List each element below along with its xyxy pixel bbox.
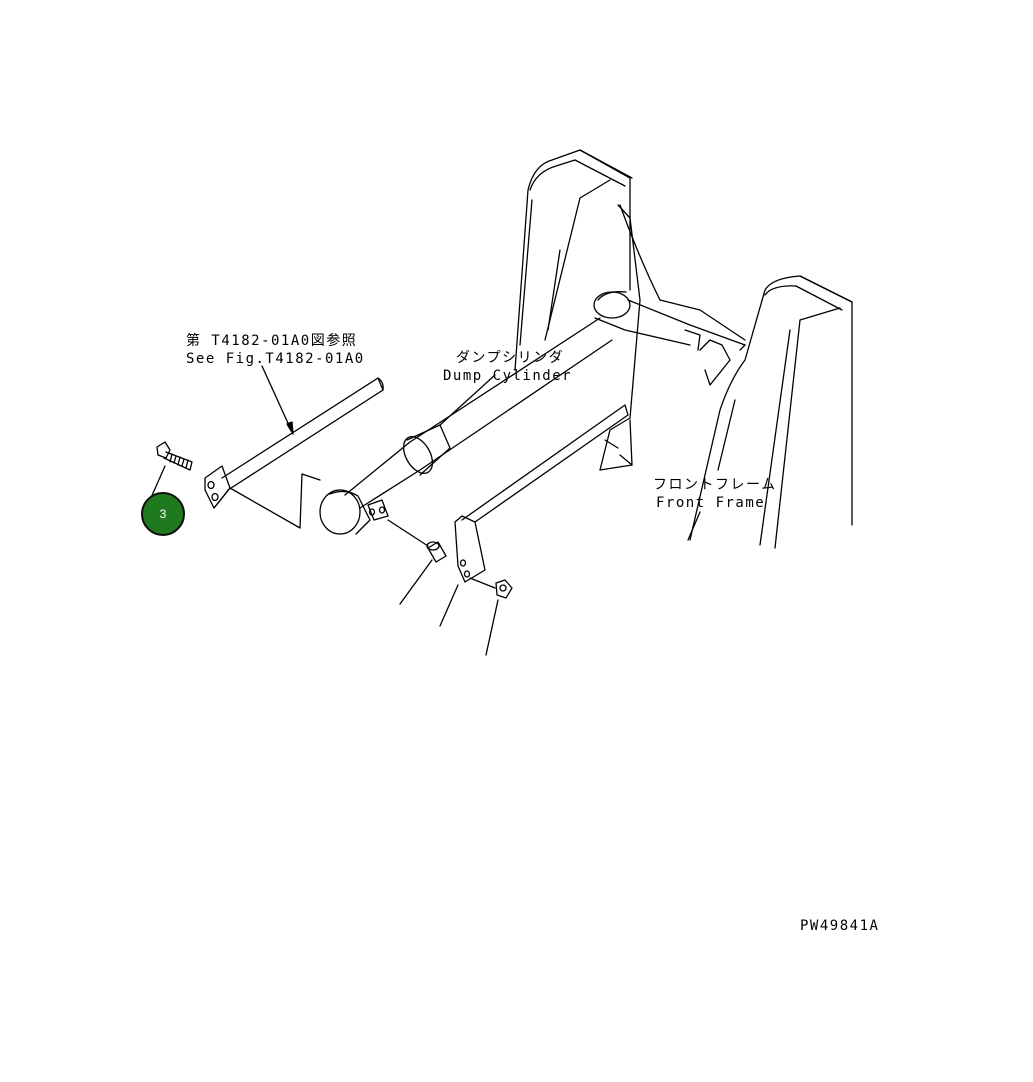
bolt [149,441,193,501]
dump-cylinder-label-en: Dump Cylinder [443,368,573,384]
dump-cylinder-leader [439,374,496,426]
callout-3[interactable]: 3 [141,492,185,536]
front-frame-left-plate [514,149,746,471]
nut [485,579,513,656]
front-frame-right-plate [689,275,853,549]
upper-rod [204,377,384,529]
dump-cylinder [319,317,613,547]
front-frame-label-en: Front Frame [656,495,766,511]
see-fig-leader [261,365,294,435]
lower-bracket [439,404,629,627]
see-fig-label-jp: 第 T4182-01A0図参照 [186,333,358,349]
front-frame-label-jp: フロントフレーム [653,477,777,493]
drawing-id: PW49841A [800,918,880,934]
callout-3-number: 3 [159,507,167,521]
dump-cylinder-label-jp: ダンプシリンダ [456,350,565,366]
see-fig-label-en: See Fig.T4182-01A0 [186,351,365,367]
front-frame-leader [687,511,701,541]
pin-bushing [399,541,447,605]
front-frame-cross-tube [593,291,746,386]
